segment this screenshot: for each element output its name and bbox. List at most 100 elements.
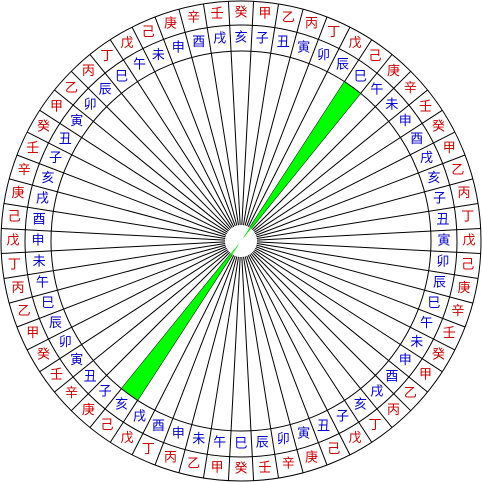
- stem-label: 己: [100, 418, 113, 433]
- spoke-line: [256, 178, 473, 238]
- branch-label: 戌: [370, 384, 383, 399]
- highlight-sector: [121, 81, 361, 401]
- spoke-line: [243, 256, 280, 479]
- branch-label: 巳: [428, 296, 441, 311]
- spoke-line: [246, 16, 328, 227]
- spoke-line: [247, 26, 351, 227]
- spoke-line: [109, 39, 233, 228]
- stem-label: 癸: [432, 348, 445, 363]
- branch-label: 未: [385, 98, 398, 113]
- stem-label: 辛: [282, 457, 295, 472]
- highlight-segment: [121, 244, 239, 401]
- branch-label: 午: [36, 276, 49, 291]
- stem-label: 辛: [18, 163, 31, 178]
- branch-label: 辰: [433, 276, 446, 291]
- branch-label: 申: [172, 40, 185, 55]
- spoke-line: [9, 244, 226, 304]
- spoke-line: [70, 70, 231, 231]
- spoke-line: [227, 256, 241, 481]
- stem-label: 庚: [387, 63, 400, 79]
- stem-label: 辛: [65, 386, 78, 401]
- branch-label: 亥: [234, 31, 247, 46]
- branch-label: 午: [370, 83, 383, 98]
- branch-label: 卯: [59, 335, 72, 350]
- inner-ring-branches: 亥子丑寅卯辰巳午未申酉戌亥子丑寅卯辰巳午未申酉戌亥子丑寅卯辰巳午未申酉戌亥子丑寅…: [31, 31, 450, 452]
- stem-label: 乙: [65, 81, 78, 96]
- branch-label: 酉: [410, 132, 423, 147]
- stem-label: 丙: [164, 450, 177, 465]
- spoke-line: [227, 1, 241, 226]
- stem-label: 己: [327, 442, 340, 457]
- spoke-line: [54, 89, 229, 232]
- spoke-line: [3, 243, 226, 280]
- branch-label: 卯: [84, 98, 97, 113]
- stem-label: 壬: [211, 7, 224, 22]
- spoke-line: [246, 255, 328, 466]
- spoke-line: [26, 131, 227, 235]
- stem-label: 壬: [443, 326, 456, 341]
- stem-label: 甲: [419, 368, 432, 383]
- stem-label: 甲: [26, 326, 39, 341]
- stem-label: 丙: [11, 281, 24, 296]
- spoke-line: [16, 246, 227, 328]
- spoke-line: [243, 3, 280, 226]
- spoke-line: [131, 26, 235, 227]
- spoke-line: [89, 54, 232, 229]
- spoke-line: [253, 89, 428, 232]
- branch-label: 丑: [277, 35, 290, 50]
- stem-label: 庚: [164, 16, 177, 32]
- stem-label: 己: [369, 49, 382, 64]
- spoke-line: [202, 256, 239, 479]
- branch-label: 子: [336, 409, 349, 424]
- spoke-line: [202, 3, 239, 226]
- branch-label: 寅: [297, 426, 310, 442]
- spoke-line: [154, 255, 236, 466]
- spoke-line: [247, 255, 351, 456]
- stem-label: 庚: [458, 280, 471, 296]
- spoke-line: [255, 154, 466, 236]
- branch-label: 丑: [84, 369, 97, 384]
- stem-label: 丁: [461, 210, 474, 225]
- spoke-line: [250, 253, 393, 428]
- spoke-line: [256, 243, 479, 280]
- stem-label: 戊: [348, 36, 361, 51]
- branch-label: 酉: [192, 35, 205, 50]
- branch-label: 巳: [354, 69, 367, 84]
- branch-label: 未: [152, 48, 165, 63]
- spoke-line: [154, 16, 236, 227]
- spoke-line: [131, 255, 235, 456]
- stem-label: 癸: [37, 348, 50, 363]
- branch-label: 未: [410, 335, 423, 350]
- branch-label: 申: [31, 234, 44, 249]
- spoke-line: [256, 202, 479, 239]
- branch-label: 戌: [420, 151, 433, 166]
- stem-label: 癸: [234, 6, 247, 21]
- stem-label: 戊: [120, 431, 133, 446]
- branch-label: 巳: [234, 437, 247, 452]
- spoke-line: [244, 256, 304, 473]
- stem-label: 乙: [187, 457, 200, 472]
- spoke-line: [254, 109, 443, 233]
- stem-label: 丙: [82, 64, 95, 79]
- spoke-line: [178, 256, 238, 473]
- stem-label: 乙: [404, 386, 417, 401]
- branch-label: 子: [433, 191, 446, 206]
- branch-label: 寅: [297, 39, 310, 55]
- stem-label: 丁: [100, 49, 113, 64]
- branch-label: 辰: [336, 58, 349, 73]
- stem-label: 庚: [11, 185, 24, 201]
- stem-label: 己: [8, 210, 21, 225]
- branch-label: 丑: [436, 212, 449, 227]
- branch-label: 申: [399, 114, 412, 129]
- branch-label: 辰: [256, 435, 269, 450]
- spoke-line: [3, 202, 226, 239]
- spoke-line: [26, 247, 227, 351]
- branch-label: 丑: [317, 419, 330, 434]
- branch-label: 辰: [99, 83, 112, 98]
- branch-label: 戌: [213, 32, 226, 47]
- stem-label: 壬: [419, 99, 432, 114]
- stem-label: 戊: [348, 431, 361, 446]
